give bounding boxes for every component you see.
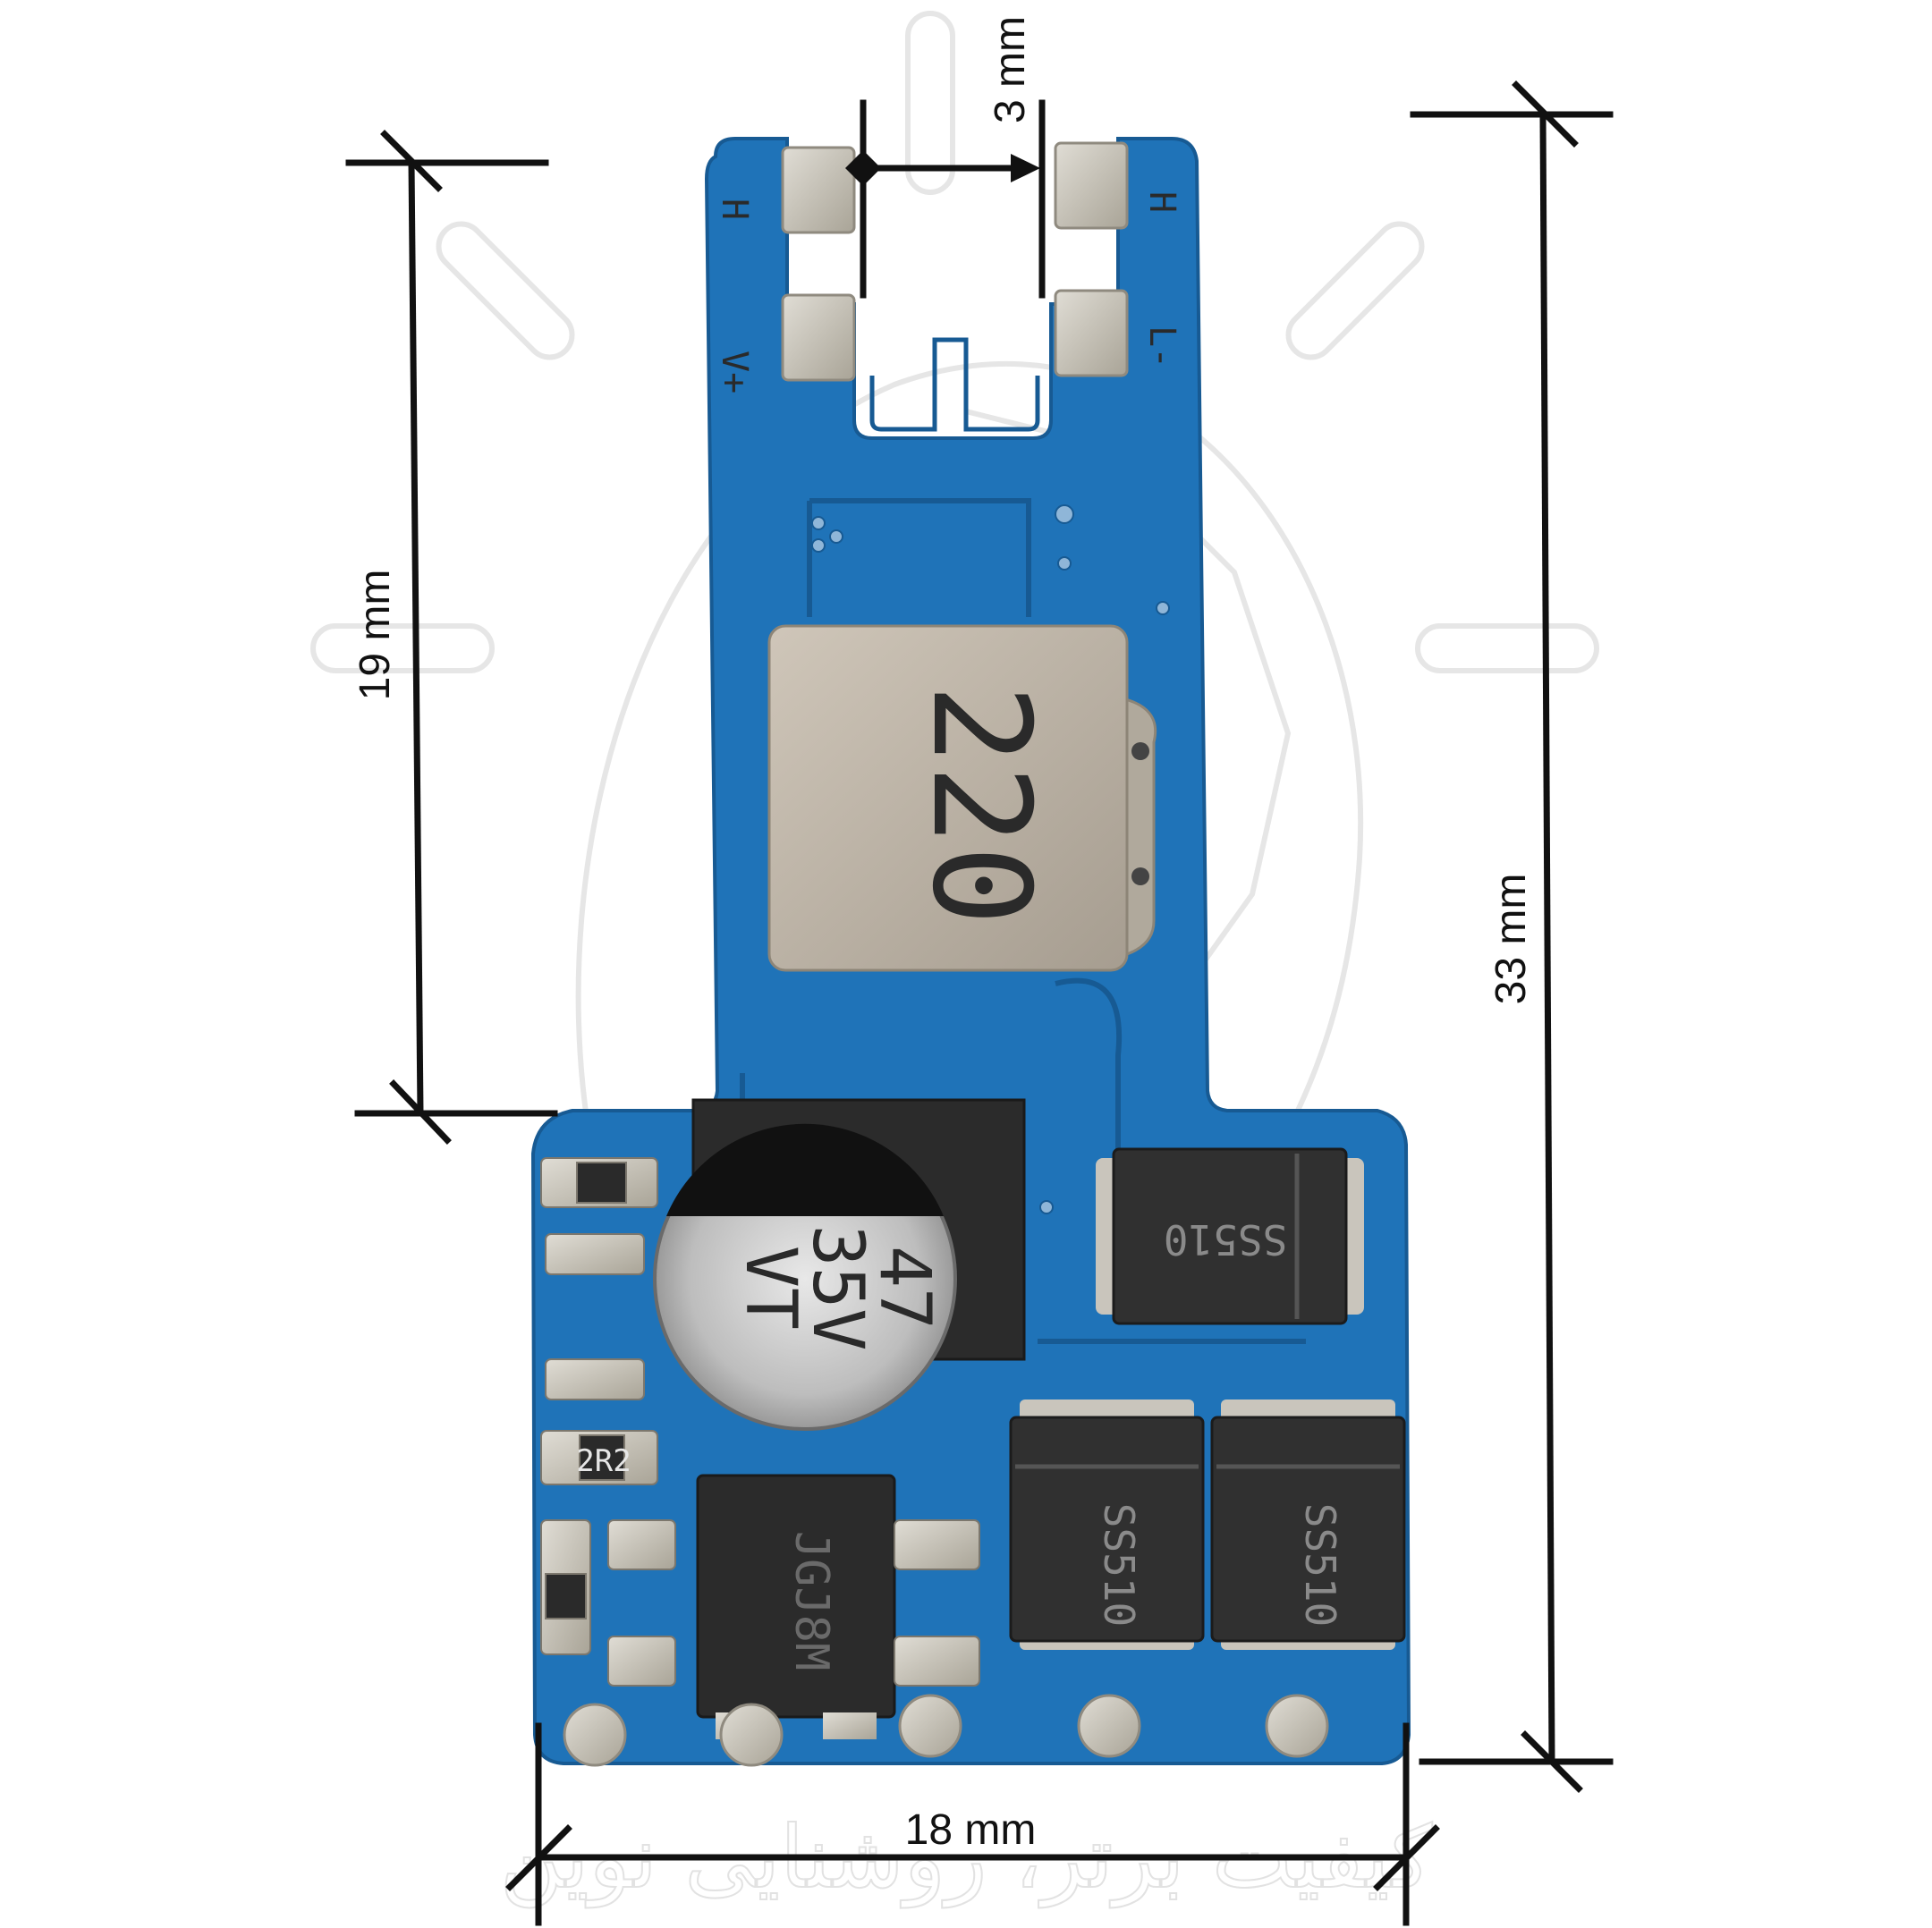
dimension-arrowheads — [845, 150, 1040, 186]
dim-label-3mm: 3 mm — [987, 16, 1034, 123]
pin-label-right-top: H — [1141, 191, 1182, 213]
dim-label-33mm: 33 mm — [1487, 874, 1535, 1005]
dim-label-18mm: 18 mm — [905, 1806, 1037, 1854]
dim-label-19mm: 19 mm — [352, 570, 399, 701]
diode-bottom-right: SS510 — [1210, 1399, 1406, 1650]
pin-label-right-bottom: L- — [1141, 326, 1182, 368]
diode-right-marking: SS510 — [1296, 1503, 1344, 1627]
inductor-marking: 220 — [902, 684, 1058, 926]
diode-top-marking: SS510 — [1164, 1215, 1287, 1264]
output-pads — [563, 1694, 1329, 1767]
capacitor-voltage: 35V — [797, 1225, 877, 1351]
diode-bottom-left: SS510 — [1009, 1399, 1205, 1650]
electrolytic-capacitor: 47 35V VT — [653, 1098, 1026, 1431]
resistor-marking: 2R2 — [576, 1443, 631, 1479]
header-pads — [781, 141, 1129, 382]
pin-slot — [869, 337, 1040, 432]
regulator-ic: JGJ8M — [696, 1474, 896, 1739]
inductor: 220 — [767, 624, 1157, 972]
vias — [811, 504, 1170, 1214]
ic-marking: JGJ8M — [784, 1531, 838, 1671]
pcb-traces — [740, 498, 1306, 1344]
capacitor-series: VT — [730, 1246, 810, 1330]
pin-label-left-top: H — [714, 199, 755, 220]
diode-left-marking: SS510 — [1095, 1503, 1143, 1627]
pin-label-left-bottom: V+ — [714, 351, 755, 393]
dimension-lines — [345, 80, 1614, 1926]
smd-passives — [540, 1157, 980, 1687]
diode-top: SS510 — [1096, 1147, 1364, 1325]
capacitor-value: 47 — [864, 1246, 945, 1330]
